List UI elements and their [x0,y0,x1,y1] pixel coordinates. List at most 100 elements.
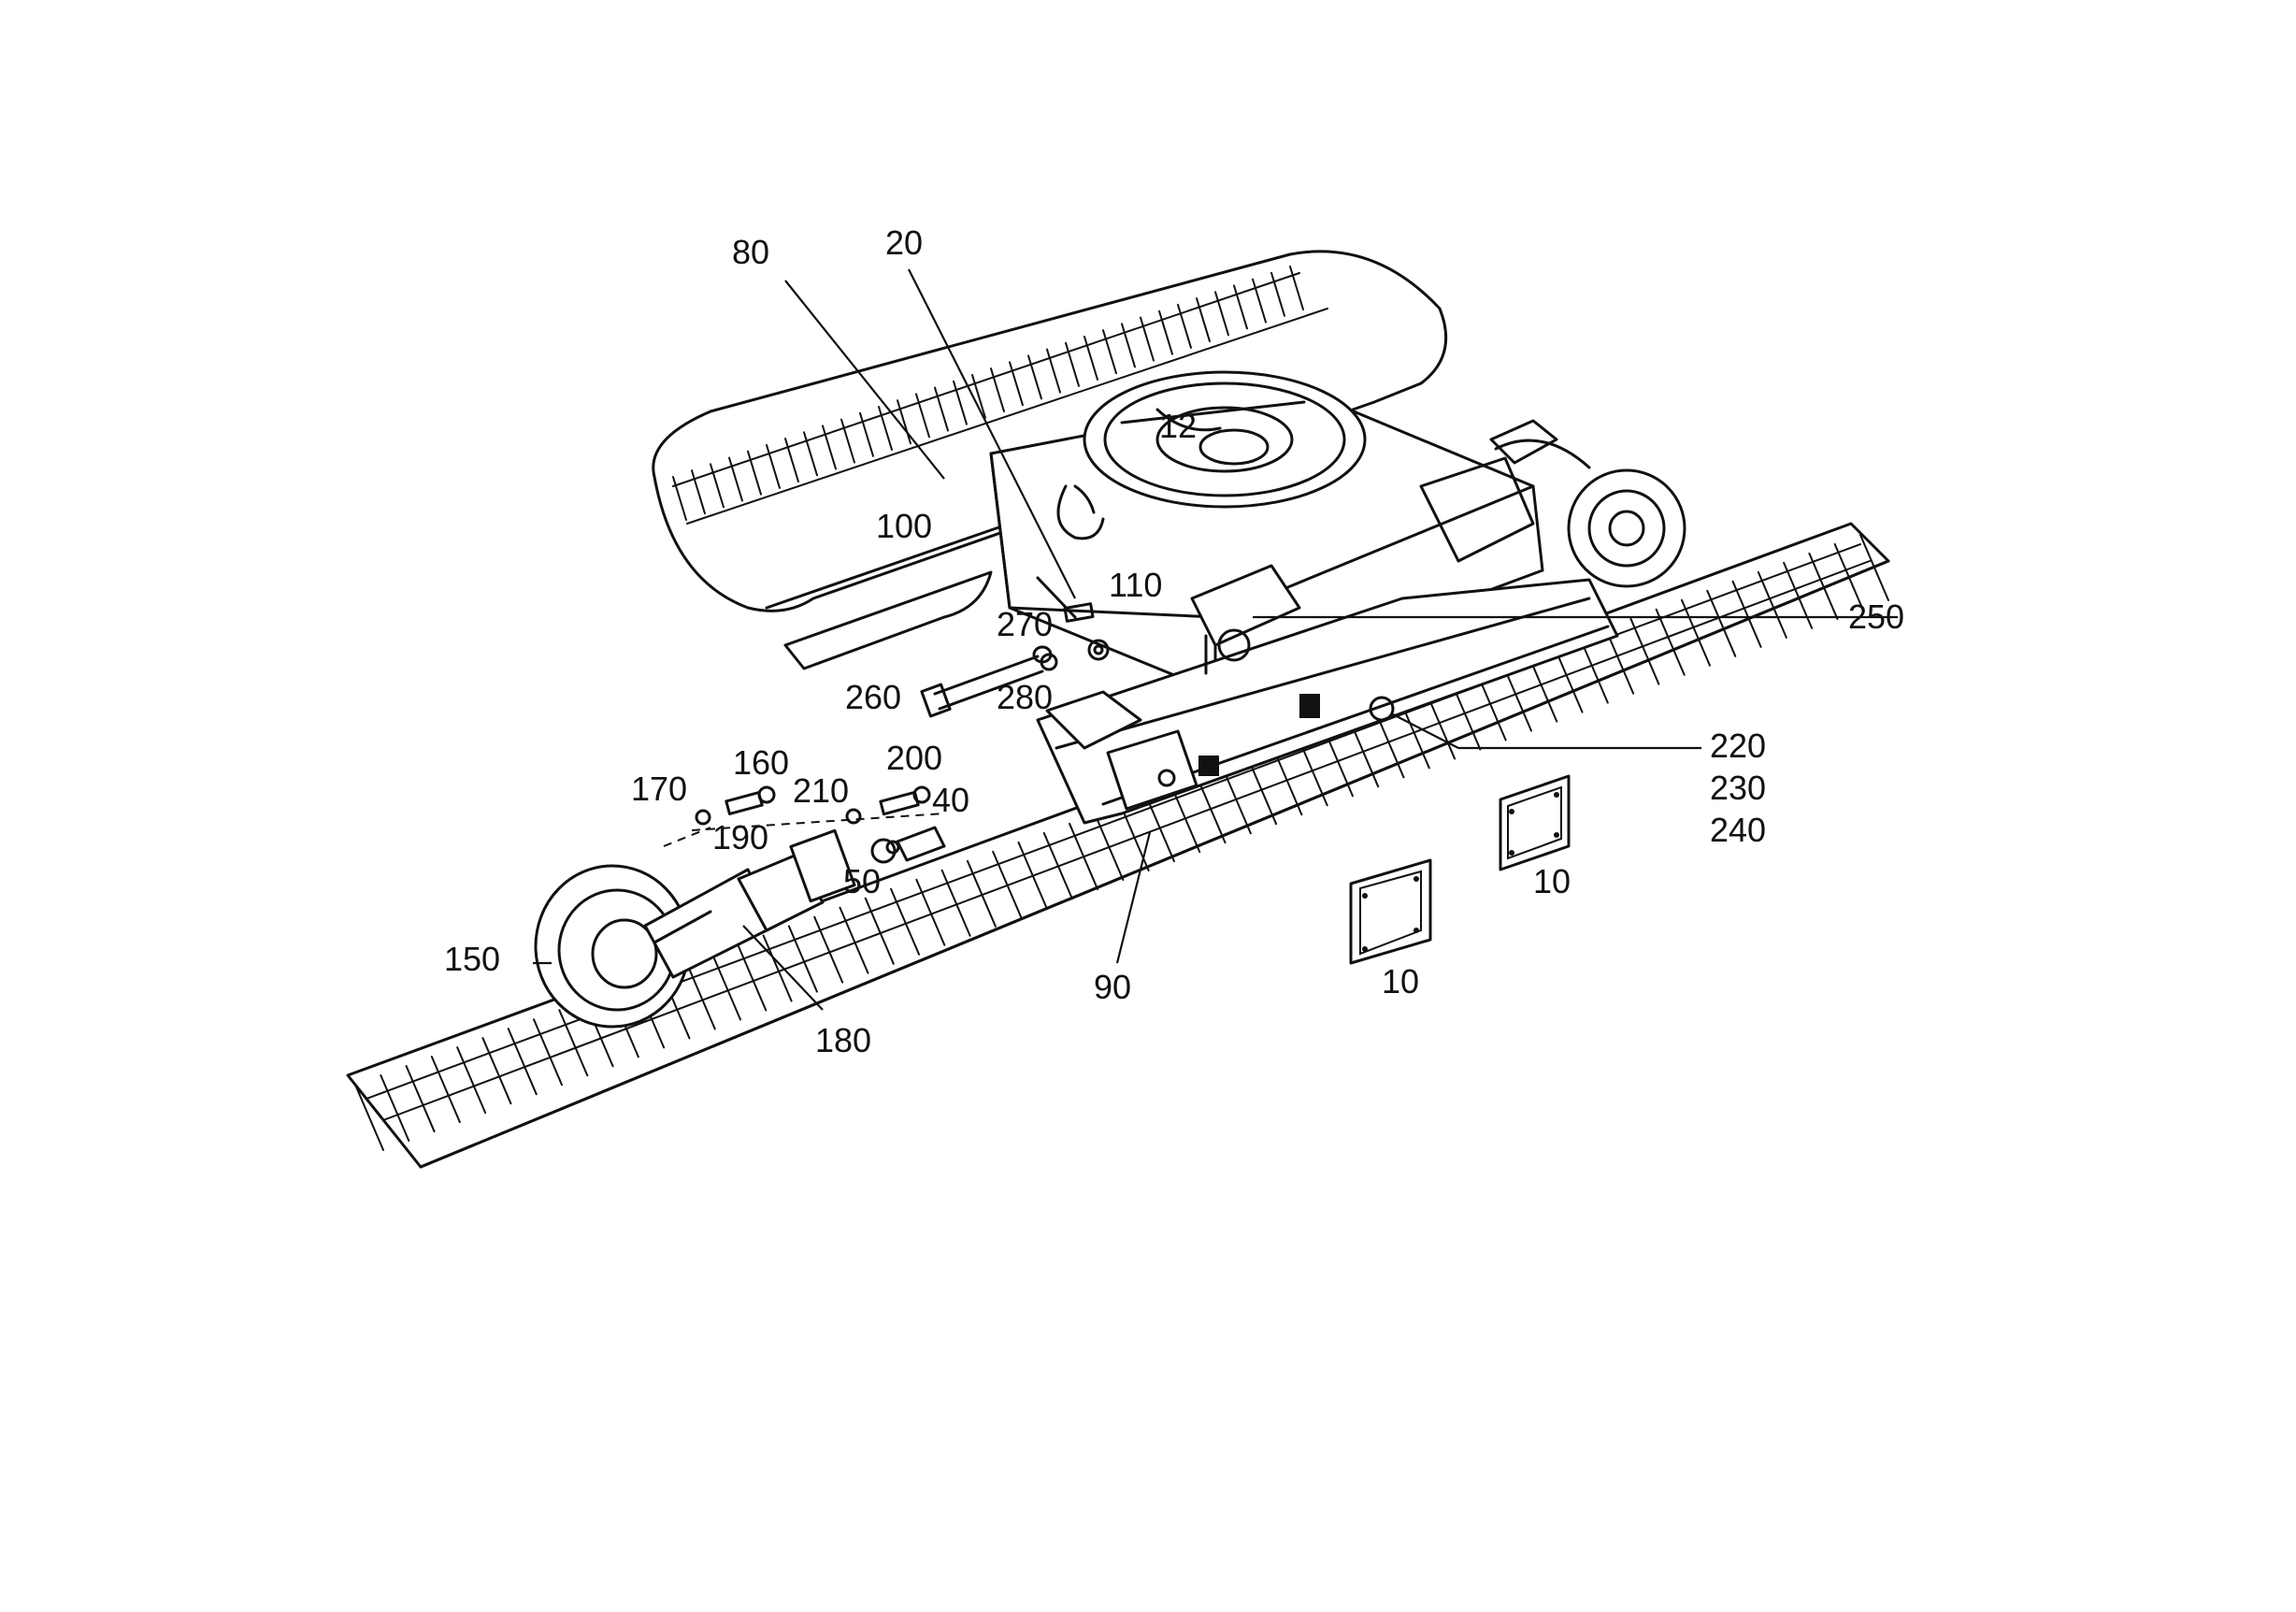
grouser-line [1289,266,1304,310]
callout-110: 110 [1109,566,1162,604]
callout-160: 160 [733,743,789,782]
grouser-line [1655,608,1686,676]
grouser-line [691,469,706,515]
grouser-line [430,1056,461,1124]
grouser-line [1629,617,1660,685]
callout-230: 230 [1710,769,1766,807]
grouser-line [1731,580,1762,648]
grouser-line [915,393,930,439]
recoil-bracket [1190,564,1301,675]
callout-labels: 80 20 100 110 250 270 260 280 220 230 24… [444,223,1904,1059]
grouser-line [934,386,949,432]
grouser-line [1706,589,1737,657]
callout-20: 20 [885,223,923,262]
grouser-line [822,425,837,470]
assembled-crawler-track [652,250,1448,670]
grouser-line [971,373,986,419]
grouser-line [1233,284,1248,330]
grouser-line [728,456,743,502]
track-shoe-grousers [672,266,1304,521]
grouser-line [1833,542,1864,611]
grouser-line [1757,570,1787,639]
grouser-line [1144,795,1175,863]
grouser-line [1121,323,1136,368]
grouser-line [1083,336,1098,381]
callout-100: 100 [876,507,932,545]
grouser-line [710,463,725,509]
grouser-line [940,869,971,937]
grouser-line [864,897,895,965]
grouser-line [1859,534,1889,601]
callout-220: 220 [1710,727,1766,765]
grouser-line [813,915,844,984]
slewing-ring: 12 [1083,370,1367,509]
leader-lines [533,268,1898,1011]
grouser-line [1349,720,1380,788]
grouser-line [1042,831,1073,900]
callout-150: 150 [444,940,500,978]
grouser-line [787,925,818,993]
grouser-line [456,1046,487,1115]
grouser-line [990,367,1005,413]
grouser-line [1214,291,1229,337]
callout-10-left: 10 [1382,962,1419,1000]
grouser-line [915,878,946,946]
travel-drive-sprocket [1419,419,1686,588]
grouser-line [840,418,855,464]
cover-plate-b [1499,774,1571,871]
grouser-line [897,399,911,445]
grouser-line [1102,329,1117,375]
grouser-line [1247,757,1278,826]
grouser-line [1680,598,1711,667]
grouser-line [1399,701,1430,770]
grouser-line [672,476,687,521]
grouser-line [1270,271,1285,317]
grouser-line [1196,776,1227,844]
grouser-line [685,962,716,1030]
callout-210: 210 [793,771,849,810]
grouser-line [762,934,793,1002]
grouser-line [507,1028,538,1096]
callout-200: 200 [886,739,942,777]
cover-plate-a [1349,858,1432,965]
track-frame [1036,578,1619,825]
grouser-line [1158,309,1173,355]
grouser-line [1221,767,1252,835]
grouser-line [766,443,781,489]
grouser-line [1094,813,1125,881]
callout-40: 40 [932,781,969,819]
grouser-line [481,1037,512,1105]
grouser-line [1808,552,1839,620]
callout-280: 280 [997,678,1053,716]
grouser-line [1323,729,1354,798]
grouser-line [890,887,921,956]
callout-90: 90 [1094,968,1131,1006]
grouser-line [1252,278,1267,324]
grouser-line [1426,692,1457,760]
grouser-line [558,1009,589,1077]
grouser-line [1027,354,1042,400]
grouser-line [1069,822,1099,890]
grouser-line [1177,303,1192,349]
grouser-line [966,859,997,928]
grouser-line [1017,841,1048,909]
grouser-line [859,411,874,457]
grouser-line [405,1065,436,1133]
grouser-line [992,850,1023,918]
grouser-line [839,906,869,974]
grouser-line [747,450,762,496]
callout-260: 260 [845,678,901,716]
grouser-line [1170,785,1201,854]
callout-80: 80 [732,233,769,271]
grouser-line [1009,361,1024,407]
grouser-line [711,953,742,1021]
grouser-line [803,431,818,477]
exploded-fasteners [663,576,1110,864]
ring-mark: 12 [1159,407,1197,445]
callout-270: 270 [997,605,1053,643]
grouser-line [1451,683,1482,751]
grouser-line [1298,739,1328,807]
grouser-line [953,380,968,425]
grouser-line [1046,348,1061,394]
